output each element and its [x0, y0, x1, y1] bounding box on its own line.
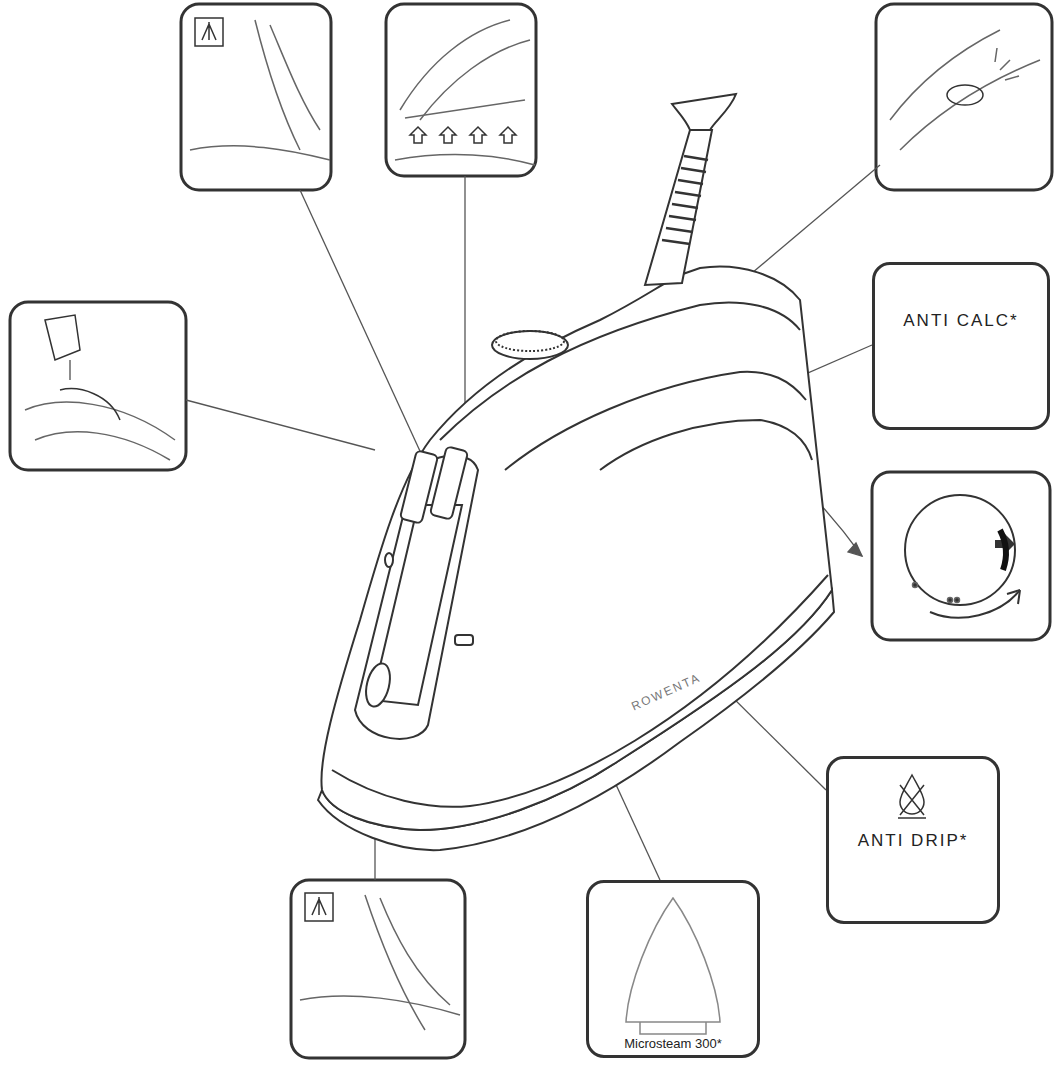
brand-name: ROWENTA: [629, 670, 703, 713]
feature-label: ANTI DRIP*: [858, 831, 969, 851]
feature-label: Microsteam 300*: [624, 1036, 722, 1051]
feature-box: Microsteam 300*: [586, 880, 760, 1058]
feature-box: ANTI DRIP*: [826, 756, 1000, 924]
feature-box: ANTI CALC*: [872, 262, 1050, 430]
callout-icons: [25, 18, 1040, 1034]
feature-label: ANTI CALC*: [903, 311, 1018, 331]
callout-frames: [10, 4, 1052, 1058]
iron-body: [318, 94, 834, 850]
leader-lines: [186, 165, 880, 880]
